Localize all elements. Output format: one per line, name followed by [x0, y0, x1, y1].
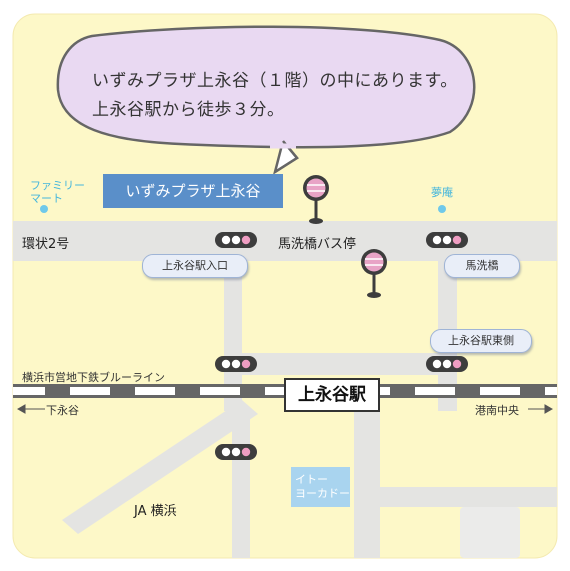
traffic-signal-icon — [215, 444, 257, 460]
ito-yokado-block: イトー ヨーカドー — [291, 467, 350, 507]
ito-yokado-label-1: イトー — [295, 473, 328, 486]
direction-right-label: 港南中央 — [475, 404, 519, 417]
traffic-signal-icon — [215, 356, 257, 372]
intersection-maraibashi: 馬洗橋 — [444, 254, 520, 278]
arrow-left-icon — [16, 404, 45, 414]
station-label: 上永谷駅 — [284, 378, 380, 412]
landmark-dot-icon — [438, 205, 446, 213]
traffic-signal-icon — [426, 356, 468, 372]
intersection-station-entrance: 上永谷駅入口 — [142, 254, 248, 278]
traffic-signal-icon — [426, 232, 468, 248]
bubble-text-line2: 上永谷駅から徒歩３分。 — [92, 100, 285, 120]
speech-bubble — [56, 25, 476, 175]
bubble-text-line1: いずみプラザ上永谷（１階）の中にあります。 — [92, 71, 458, 91]
ito-yokado-label-2: ヨーカドー — [295, 487, 350, 500]
traffic-signal-icon — [215, 232, 257, 248]
family-mart-label-1: ファミリー — [30, 179, 85, 192]
landmark-dot-icon — [40, 205, 48, 213]
railway-line-label: 横浜市営地下鉄ブルーライン — [22, 371, 165, 384]
yumean-label: 夢庵 — [431, 186, 453, 199]
plaza-label: いずみプラザ上永谷 — [103, 174, 283, 208]
arrow-right-icon — [528, 404, 554, 414]
direction-left-label: 下永谷 — [46, 404, 79, 417]
road-label-kanjo2: 環状2号 — [22, 237, 70, 252]
ja-label: JA 横浜 — [134, 504, 177, 519]
family-mart-label-2: マート — [30, 192, 63, 205]
intersection-station-east: 上永谷駅東側 — [430, 329, 532, 353]
bus-stop-label: 馬洗橋バス停 — [278, 237, 357, 252]
